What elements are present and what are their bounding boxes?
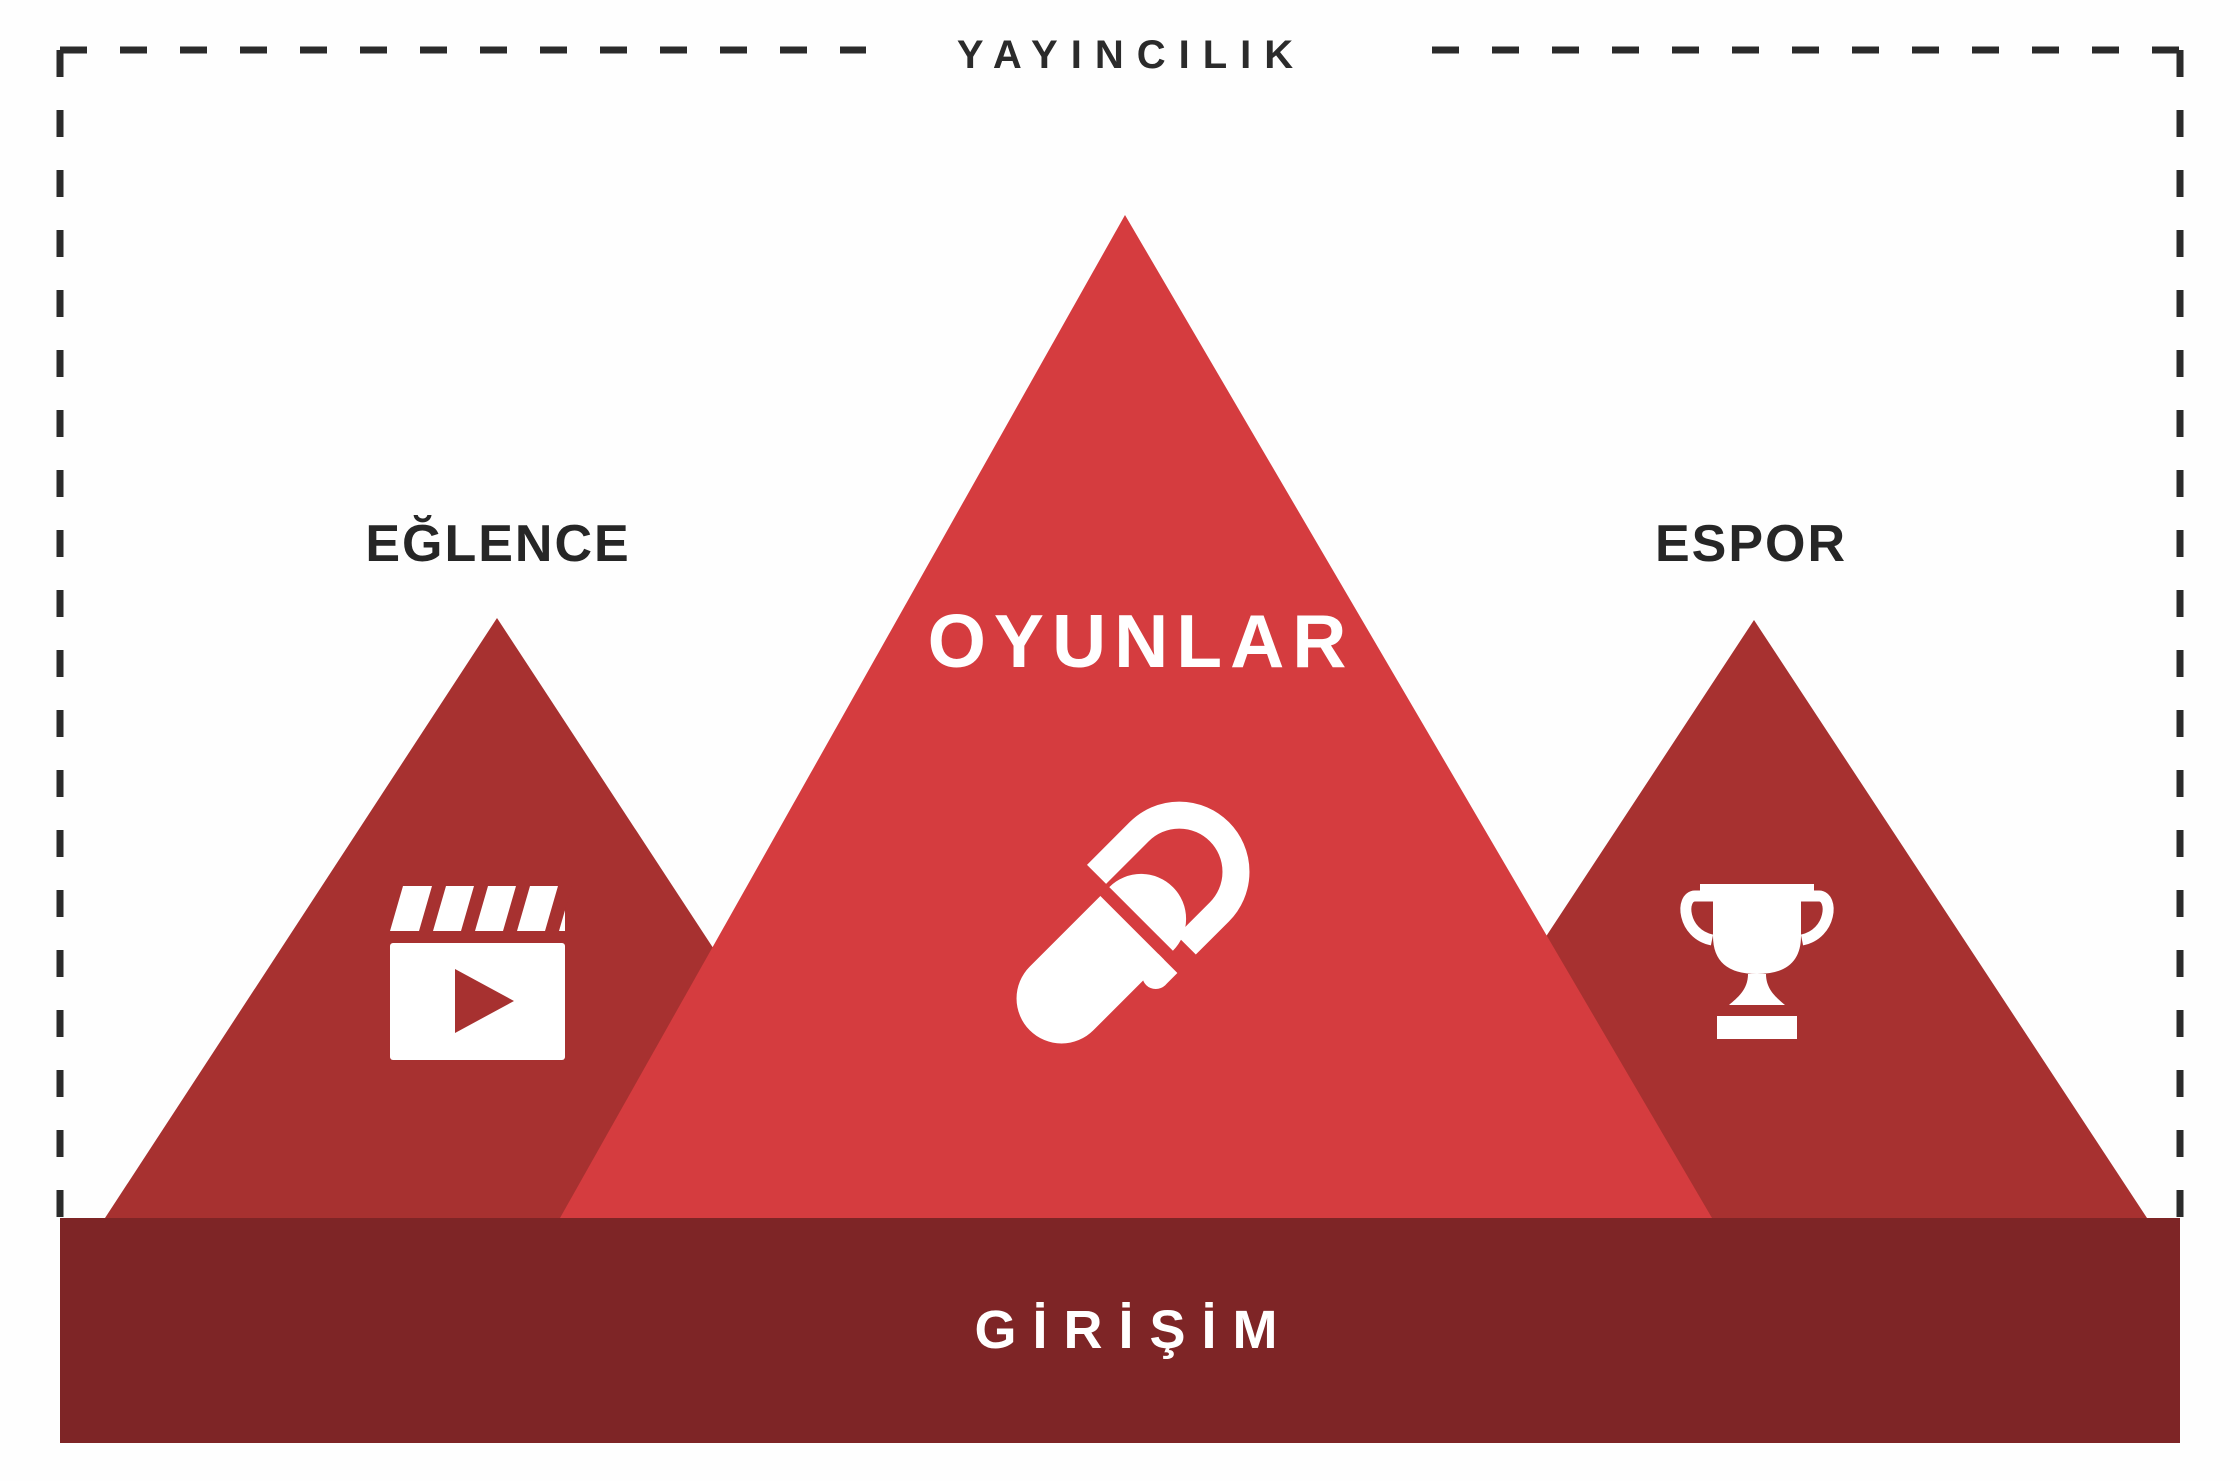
pyramid-center-label: OYUNLAR	[927, 599, 1355, 683]
pyramid-center	[560, 215, 1712, 1218]
diagram-title: YAYINCILIK	[956, 33, 1307, 77]
dashed-border	[56, 46, 2184, 1218]
gaming-mouse-icon	[1016, 801, 1250, 1044]
trophy-icon	[1680, 884, 1834, 1039]
foundation-bar	[60, 1218, 2180, 1443]
pyramid-right-label: ESPOR	[1654, 515, 1848, 573]
play-triangle	[455, 969, 514, 1033]
pyramid-left-label: EĞLENCE	[365, 515, 631, 573]
clapperboard-play-icon	[390, 886, 572, 1060]
foundation-bar-label: GİRİŞİM	[974, 1300, 1294, 1360]
